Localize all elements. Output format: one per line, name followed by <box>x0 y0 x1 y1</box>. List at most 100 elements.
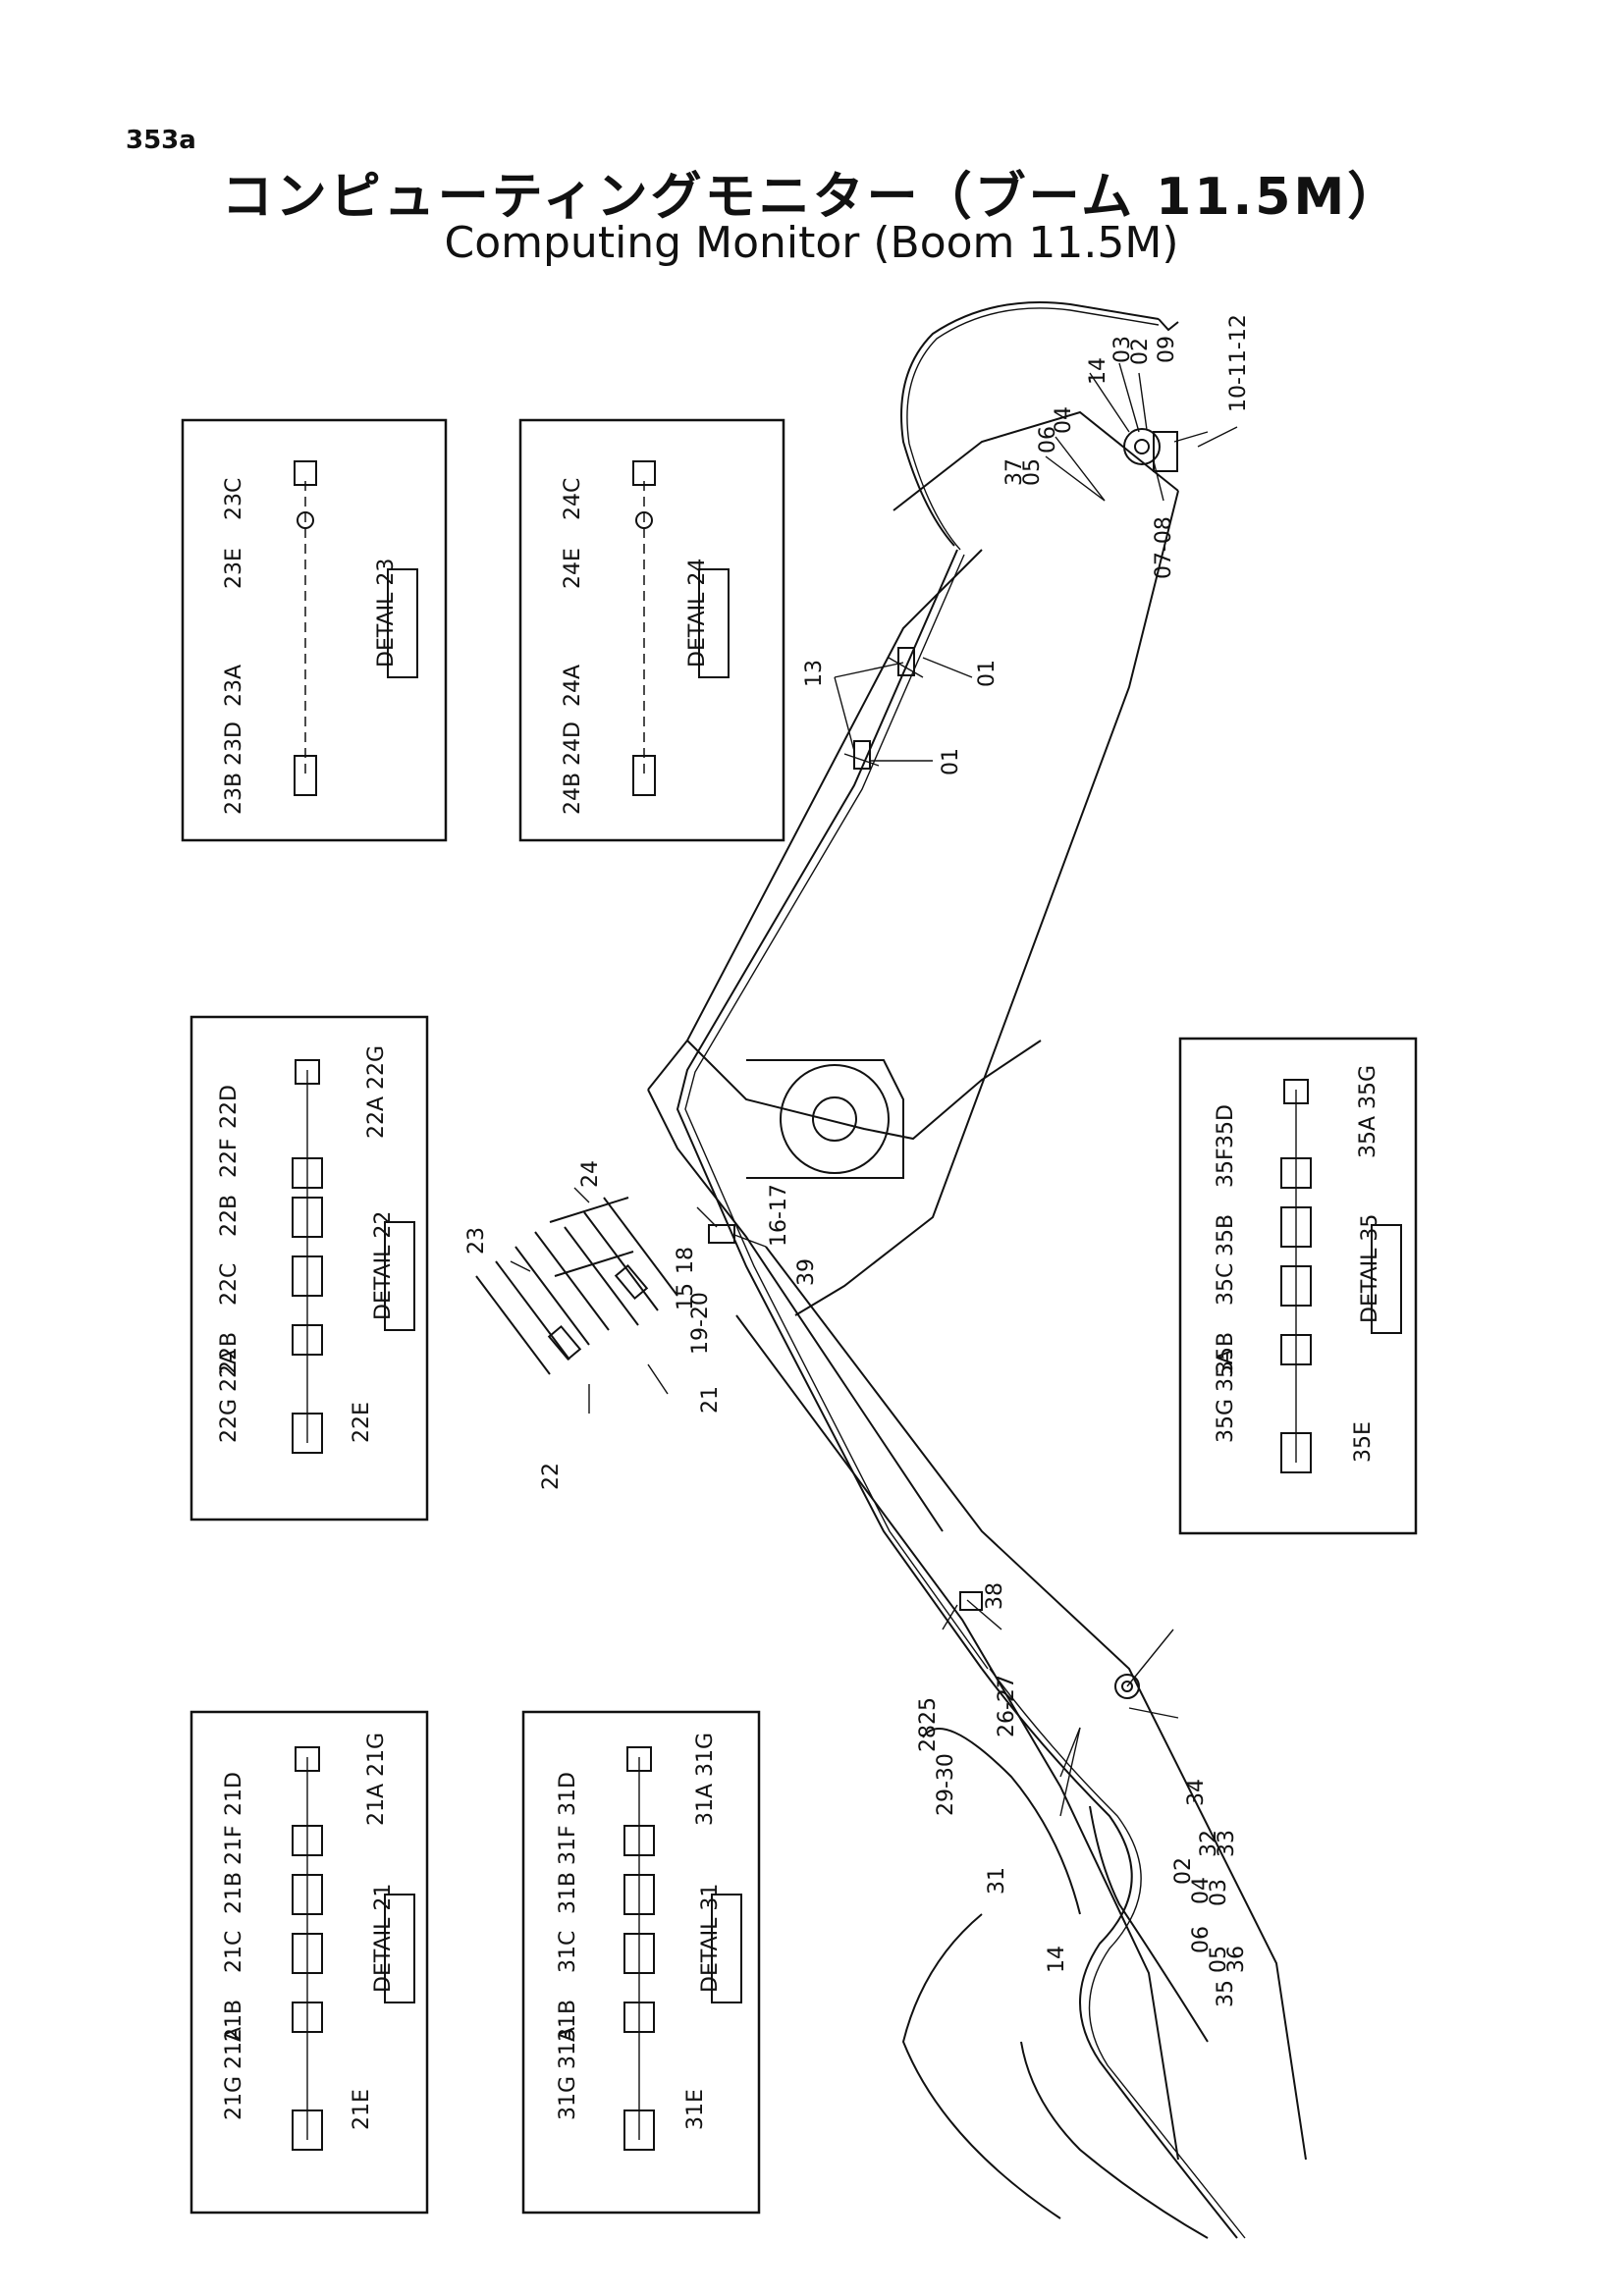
boom-pivot <box>746 1059 904 1179</box>
detail-24-box: DETAIL 24 24C 24E 24A 24D 24B <box>518 418 785 842</box>
detail-31-label: 31C <box>556 1931 580 1973</box>
callout: 01 <box>975 660 1000 687</box>
callout: 06 <box>1189 1926 1214 1953</box>
callout: 31 <box>985 1867 1009 1895</box>
callout: 07-08 <box>1152 516 1176 579</box>
detail-35-label: 35A 35G <box>1356 1065 1380 1158</box>
leader-lines <box>696 362 1238 1817</box>
callout: 15 <box>674 1283 698 1310</box>
callout: 06 <box>1036 426 1060 454</box>
detail-23-box: DETAIL 23 23C 23E 23A 23D 23B <box>181 418 448 842</box>
detail-31-box: DETAIL 31 31D 31F 31A 31G 31B 31C 31B 31… <box>521 1710 761 2215</box>
callout: 24 <box>578 1160 603 1188</box>
detail-35-label: 35E <box>1351 1421 1376 1463</box>
callout: 35 <box>1214 1980 1238 2007</box>
detail-tag: DETAIL 23 <box>374 559 399 667</box>
detail-22-label: 22D <box>217 1085 242 1129</box>
detail-35-label: 35F <box>1214 1148 1238 1188</box>
detail-21-label: 21D <box>222 1772 246 1816</box>
callout: 21 <box>698 1386 723 1414</box>
callout: 36 <box>1224 1946 1249 1973</box>
callout: 37 <box>1002 458 1027 486</box>
detail-tag: DETAIL 22 <box>371 1211 396 1320</box>
detail-tag: DETAIL 35 <box>1358 1214 1382 1323</box>
detail-35-label: 35B <box>1214 1332 1238 1374</box>
detail-23-label: 23C <box>222 478 246 520</box>
callout: 04 <box>1052 406 1076 434</box>
detail-22-label: 22C <box>217 1263 242 1306</box>
detail-21-box: DETAIL 21 21D 21F 21A 21G 21B 21C 21B 21… <box>189 1710 429 2215</box>
detail-21-label: 21G 21A <box>222 2027 246 2120</box>
detail-35-label: 35D <box>1214 1104 1238 1148</box>
detail-22-label: 22G 22A <box>217 1350 242 1443</box>
callout: 14 <box>1086 357 1110 385</box>
callout: 16-17 <box>767 1184 791 1247</box>
detail-31-label: 31G 31A <box>556 2027 580 2120</box>
detail-tag: DETAIL 24 <box>685 559 710 667</box>
callout: 09 <box>1155 336 1179 363</box>
detail-23-label: 23E <box>222 548 246 589</box>
callout: 14 <box>1045 1946 1069 1973</box>
detail-21-label: 21A 21G <box>364 1733 389 1826</box>
detail-21-label: 21F <box>222 1825 246 1865</box>
callout: 22 <box>539 1463 564 1490</box>
detail-22-label: 22A 22G <box>364 1045 389 1139</box>
callouts: 14 03 02 09 10-11-12 04 06 05 37 07-08 1… <box>464 314 1251 2007</box>
detail-22-label: 22B <box>217 1332 242 1374</box>
detail-24-label: 24C <box>561 478 585 520</box>
detail-tag: DETAIL 21 <box>371 1884 396 1993</box>
callout: 39 <box>794 1258 819 1286</box>
callout: 34 <box>1184 1779 1209 1806</box>
callout: 32 <box>1197 1830 1221 1857</box>
callout: 29-30 <box>934 1753 958 1816</box>
callout: 13 <box>802 660 827 687</box>
callout: 18 <box>674 1247 698 1274</box>
detail-21-label: 21B <box>222 1872 246 1914</box>
detail-35-box: DETAIL 35 35D 35F 35A 35G 35B 35C 35B 35… <box>1178 1037 1418 1535</box>
title-japanese: コンピューティングモニター（ブーム 11.5M） <box>221 168 1402 227</box>
callout: 38 <box>983 1582 1007 1610</box>
detail-22-label: 22B <box>217 1195 242 1237</box>
detail-21-label: 21B <box>222 2000 246 2042</box>
detail-21-label: 21C <box>222 1931 246 1973</box>
callout: 03 <box>1207 1879 1231 1906</box>
detail-23-label: 23A <box>222 665 246 707</box>
callout: 10-11-12 <box>1226 314 1251 412</box>
page-number: 353a <box>126 126 196 155</box>
detail-24-label: 24A <box>561 665 585 707</box>
cable-bundle <box>475 1187 678 1414</box>
detail-tag: DETAIL 31 <box>698 1884 723 1993</box>
callout: 26-27 <box>995 1675 1019 1737</box>
callout: 23 <box>464 1227 489 1255</box>
callout: 04 <box>1189 1877 1214 1904</box>
callout: 05 <box>1020 458 1045 486</box>
detail-31-label: 31B <box>556 1872 580 1914</box>
detail-24-label: 24D <box>561 721 585 766</box>
detail-23-label: 23D <box>222 721 246 766</box>
callout: 02 <box>1128 338 1153 365</box>
detail-35-label: 35B <box>1214 1214 1238 1256</box>
boom-outline <box>647 410 1307 2239</box>
callout: 05 <box>1207 1946 1231 1973</box>
gauge-assembly <box>1123 428 1209 472</box>
detail-22-label: 22F <box>217 1138 242 1178</box>
callout: 03 <box>1110 336 1135 363</box>
detail-31-label: 31A 31G <box>693 1733 718 1826</box>
clamp-group <box>708 647 1140 1699</box>
detail-35-label: 35G 35A <box>1214 1350 1238 1443</box>
detail-31-label: 31E <box>683 2089 708 2130</box>
detail-31-label: 31F <box>556 1825 580 1865</box>
callout: 01 <box>939 748 963 775</box>
callout: 2825 <box>916 1697 941 1752</box>
detail-24-label: 24B <box>561 773 585 815</box>
callout: 33 <box>1215 1830 1239 1857</box>
detail-31-label: 31D <box>556 1772 580 1816</box>
detail-22-label: 22E <box>350 1402 374 1443</box>
title-english: Computing Monitor (Boom 11.5M) <box>444 218 1179 268</box>
detail-22-box: DETAIL 22 22D 22F 22A 22G 22B 22C 22B 22… <box>189 1015 429 1522</box>
callout: 19-20 <box>688 1292 713 1355</box>
detail-24-label: 24E <box>561 548 585 589</box>
detail-21-label: 21E <box>350 2089 374 2130</box>
hose-route <box>676 301 1246 2239</box>
